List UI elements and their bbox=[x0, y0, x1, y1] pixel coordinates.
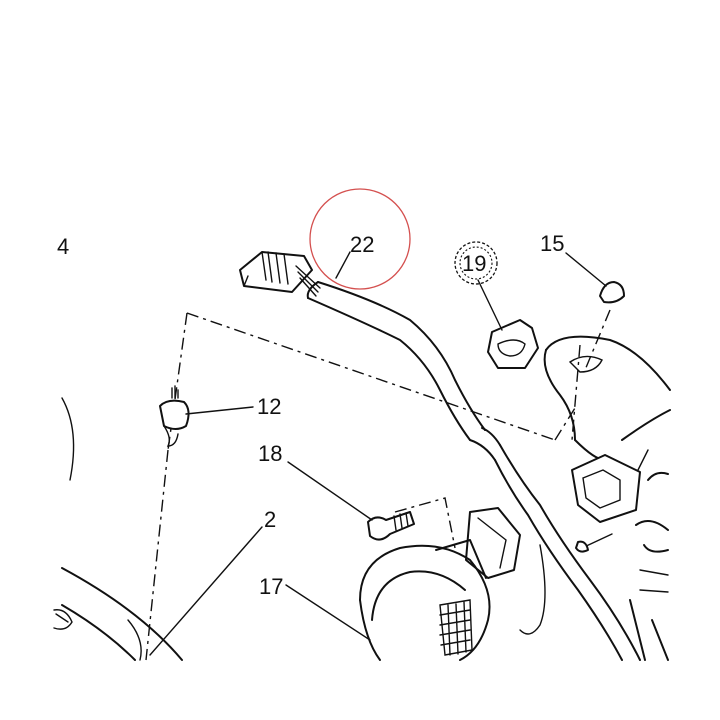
highlight-circle-22 bbox=[309, 188, 411, 290]
small-screw-right bbox=[575, 533, 613, 553]
callout-12: 12 bbox=[257, 394, 281, 419]
part-19-bracket bbox=[487, 319, 539, 369]
part-17-lamp bbox=[359, 507, 521, 661]
callout-4: 4 bbox=[57, 234, 69, 259]
callout-2: 2 bbox=[264, 507, 276, 532]
part-2-housing bbox=[53, 567, 183, 661]
callout-19-ring-inner bbox=[459, 246, 493, 280]
callout-17: 17 bbox=[259, 574, 283, 599]
right-connector-block bbox=[571, 449, 649, 523]
callout-18: 18 bbox=[258, 441, 282, 466]
right-bracket-body bbox=[543, 335, 671, 461]
leader-lines bbox=[149, 251, 607, 656]
part-12-stud bbox=[159, 385, 190, 447]
part-22-connector bbox=[239, 251, 321, 297]
callout-15: 15 bbox=[540, 231, 564, 256]
left-housing-fragment bbox=[61, 397, 75, 481]
callout-22: 22 bbox=[350, 232, 374, 257]
callout-19-ring-outer bbox=[454, 241, 498, 285]
part-15-cap bbox=[599, 281, 625, 304]
part-18-bolt bbox=[367, 511, 415, 541]
right-edge-fragments bbox=[629, 471, 669, 661]
part-22-harness bbox=[306, 281, 641, 661]
assembly-lines bbox=[145, 309, 611, 661]
callout-19: 19 bbox=[462, 251, 486, 276]
